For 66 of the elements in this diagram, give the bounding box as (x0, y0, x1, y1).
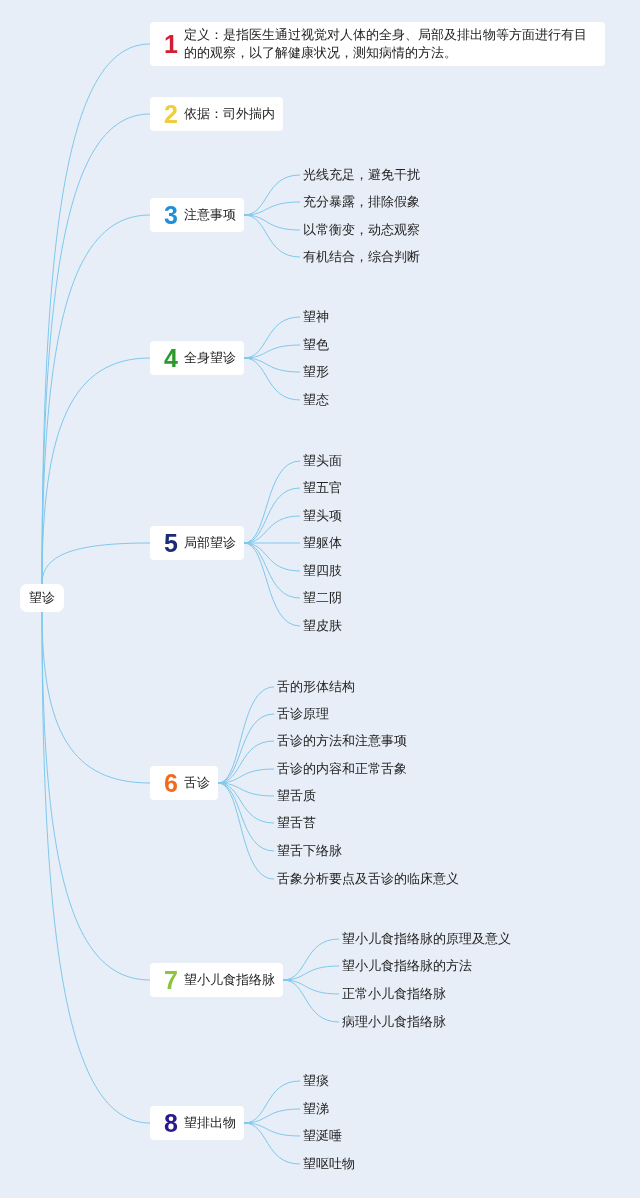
connector-line (243, 214, 301, 258)
connector-line (243, 1122, 301, 1137)
subtopic-label: 望小儿食指络脉的方法 (342, 957, 472, 975)
subtopic-label: 望舌下络脉 (277, 842, 342, 860)
connector-line (282, 979, 340, 1023)
topic-text: 定义：是指医生通过视觉对人体的全身、局部及排出物等方面进行有目的的观察，以了解健康状况，测知病情的方法。 (183, 26, 588, 62)
subtopic-label: 望形 (303, 363, 329, 381)
subtopic-label: 望舌质 (277, 787, 316, 805)
connector-line (243, 214, 301, 231)
topic-number: 3 (164, 202, 178, 228)
topic-card (150, 198, 244, 232)
subtopic-label: 望小儿食指络脉的原理及意义 (342, 930, 511, 948)
topic-text: 局部望诊 (183, 534, 236, 552)
topic-number: 1 (164, 31, 178, 57)
topic-number: 2 (164, 101, 178, 127)
topic-text: 注意事项 (183, 206, 236, 224)
subtopic-label: 望皮肤 (303, 617, 342, 635)
topic-card (150, 766, 218, 800)
subtopic-label: 望二阴 (303, 589, 342, 607)
connector-line (243, 357, 301, 401)
connector-line (282, 965, 340, 981)
subtopic-label: 望色 (303, 336, 329, 354)
topic-card (150, 22, 605, 66)
subtopic-label: 舌诊的方法和注意事项 (277, 732, 407, 750)
subtopic-label: 舌诊原理 (277, 705, 329, 723)
topic-text: 望排出物 (183, 1114, 236, 1132)
topic-number: 6 (164, 770, 178, 796)
connector-line (41, 542, 151, 585)
subtopic-label: 望涎唾 (303, 1127, 342, 1145)
subtopic-label: 望头项 (303, 507, 342, 525)
connector-line (243, 1122, 301, 1165)
connector-line (41, 611, 151, 1124)
subtopic-label: 病理小儿食指络脉 (342, 1013, 446, 1031)
topic-number: 7 (164, 967, 178, 993)
subtopic-label: 望态 (303, 391, 329, 409)
subtopic-label: 光线充足，避免干扰 (303, 166, 420, 184)
topic-text: 望小儿食指络脉 (183, 971, 275, 989)
subtopic-label: 正常小儿食指络脉 (342, 985, 446, 1003)
subtopic-label: 舌象分析要点及舌诊的临床意义 (277, 870, 459, 888)
topic-card (150, 1106, 244, 1140)
topic-number: 5 (164, 530, 178, 556)
subtopic-label: 望神 (303, 308, 329, 326)
subtopic-label: 望痰 (303, 1072, 329, 1090)
subtopic-label: 有机结合，综合判断 (303, 248, 420, 266)
subtopic-label: 舌的形体结构 (277, 678, 355, 696)
subtopic-label: 望四肢 (303, 562, 342, 580)
topic-card (150, 341, 244, 375)
subtopic-label: 望五官 (303, 479, 342, 497)
topic-number: 8 (164, 1110, 178, 1136)
subtopic-label: 以常衡变，动态观察 (303, 221, 420, 239)
subtopic-label: 充分暴露，排除假象 (303, 193, 420, 211)
subtopic-label: 望涕 (303, 1100, 329, 1118)
subtopic-label: 望躯体 (303, 534, 342, 552)
topic-text: 全身望诊 (183, 349, 236, 367)
subtopic-label: 望呕吐物 (303, 1155, 355, 1173)
topic-card (150, 97, 283, 131)
subtopic-label: 舌诊的内容和正常舌象 (277, 760, 407, 778)
subtopic-label: 望舌苔 (277, 814, 316, 832)
topic-number: 4 (164, 345, 178, 371)
subtopic-label: 望头面 (303, 452, 342, 470)
topic-text: 依据：司外揣内 (183, 105, 275, 123)
central-topic: 望诊 (20, 584, 64, 612)
topic-text: 舌诊 (183, 774, 210, 792)
connector-line (243, 357, 301, 373)
topic-card (150, 963, 283, 997)
topic-card (150, 526, 244, 560)
